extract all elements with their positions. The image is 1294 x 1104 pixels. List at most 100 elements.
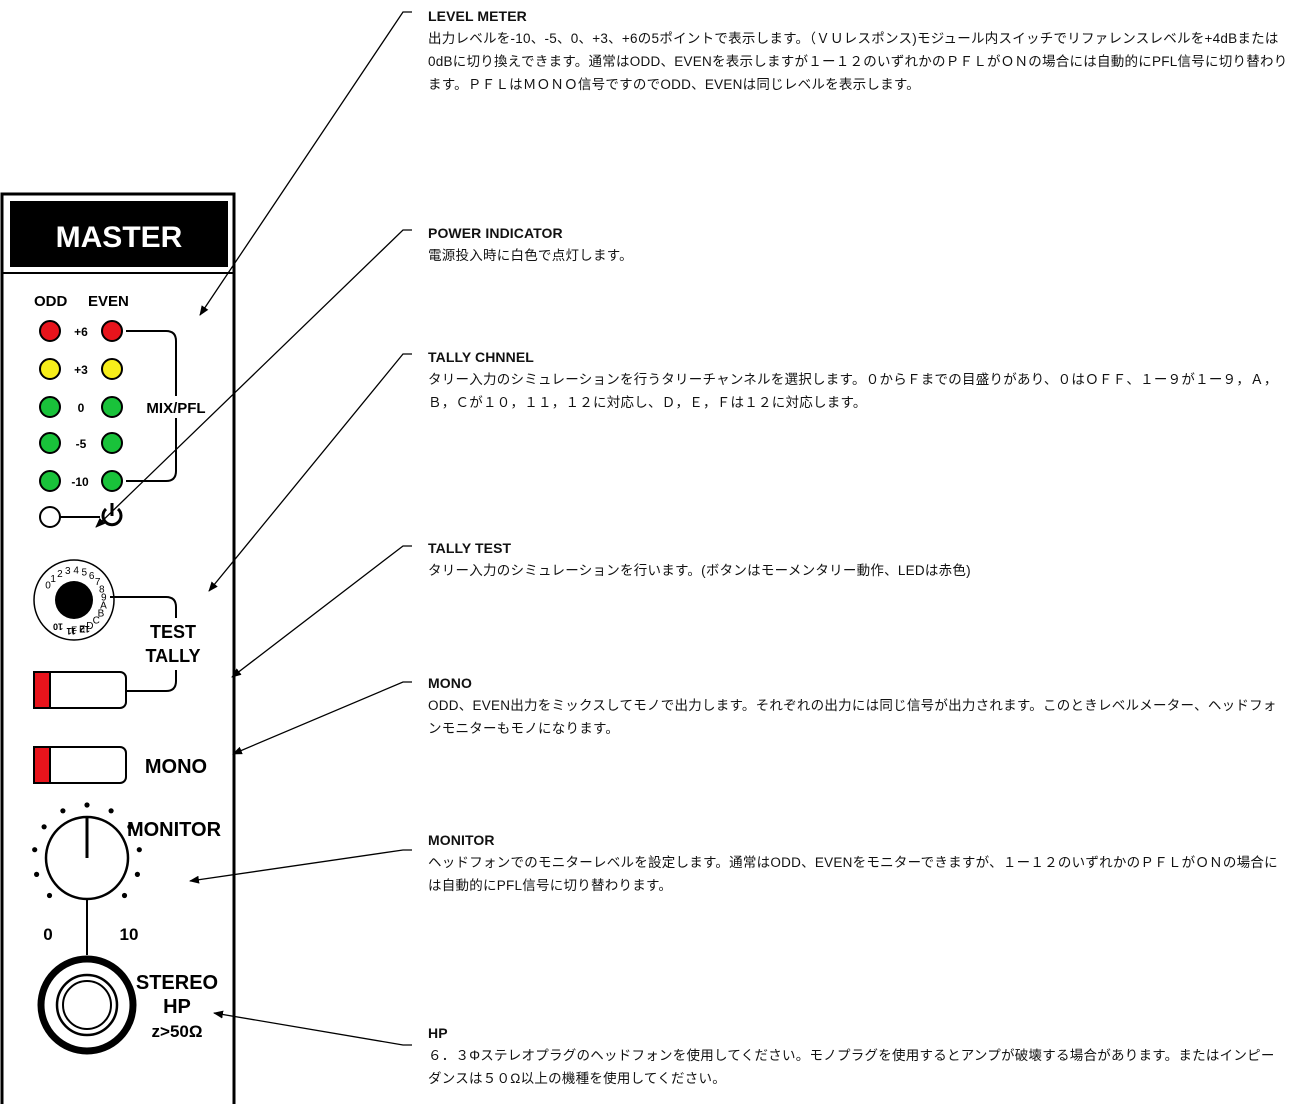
rotary-digit: 3 — [65, 566, 71, 577]
monitor-scale-dot — [136, 847, 142, 853]
tally-bracket-bottom — [126, 670, 177, 692]
meter-scale-plus3: +3 — [74, 363, 88, 377]
meter-scale-0: 0 — [78, 401, 85, 415]
leader-hp — [213, 1010, 412, 1046]
power-led — [39, 506, 61, 528]
tally-label: TALLY — [145, 646, 200, 666]
level-meter: +6 +3 0 -5 -10 — [39, 320, 123, 492]
monitor-scale-dot — [84, 802, 90, 808]
leader-tally-channel — [208, 353, 412, 592]
callout-mono: MONO ODD、EVEN出力をミックスしてモノで出力します。それぞれの出力には… — [428, 672, 1288, 740]
leader-tally-test — [231, 545, 412, 678]
rotary-digit-bottom: 11 — [66, 626, 76, 636]
module-frame — [0, 192, 236, 1104]
monitor-scale-dot — [41, 824, 47, 830]
leader-mono — [232, 681, 412, 755]
callout-title: POWER INDICATOR — [428, 225, 563, 241]
monitor-scale-dot — [134, 871, 140, 878]
callout-body: ヘッドフォンでのモニターレベルを設定します。通常はODD、EVENをモニターでき… — [428, 855, 1278, 893]
callout-title: TALLY CHNNEL — [428, 349, 534, 365]
callout-body: ODD、EVEN出力をミックスしてモノで出力します。それぞれの出力には同じ信号が… — [428, 698, 1277, 736]
rotary-digit: D — [86, 621, 93, 632]
leader-power-indicator — [95, 229, 412, 528]
mono-led — [33, 746, 51, 784]
monitor-min-label: 0 — [43, 925, 52, 944]
mono-label: MONO — [145, 756, 207, 778]
callout-monitor: MONITOR ヘッドフォンでのモニターレベルを設定します。通常はODD、EVE… — [428, 829, 1288, 897]
led-even-plus3 — [101, 358, 123, 380]
rotary-digit: 8 — [99, 584, 105, 595]
callout-body: 出力レベルを-10、-5、0、+3、+6の5ポイントで表示します。（ＶＵレスポン… — [428, 31, 1288, 92]
led-odd-minus10 — [39, 470, 61, 492]
rotary-digit: F — [71, 626, 77, 637]
leader-level-meter — [199, 11, 412, 316]
callout-title: MONITOR — [428, 832, 495, 848]
module-title: MASTER — [56, 221, 183, 254]
callout-hp: HP ６．３Φステレオプラグのヘッドフォンを使用してください。モノプラグを使用す… — [428, 1022, 1288, 1090]
rotary-digit: 4 — [73, 566, 79, 577]
monitor-scale-dot — [121, 892, 128, 899]
led-even-0 — [101, 396, 123, 418]
monitor-scale-dot — [127, 824, 133, 830]
monitor-knob[interactable] — [32, 802, 142, 901]
monitor-scale-dot — [32, 847, 38, 853]
rotary-digit: C — [93, 616, 100, 627]
monitor-scale-dot — [46, 892, 53, 899]
mono-button[interactable] — [33, 746, 127, 784]
callout-title: TALLY TEST — [428, 540, 512, 556]
test-label: TEST — [150, 622, 196, 642]
callout-body: ６．３Φステレオプラグのヘッドフォンを使用してください。モノプラグを使用するとア… — [428, 1048, 1275, 1086]
monitor-scale-dot — [34, 871, 40, 878]
tally-test-led — [33, 671, 51, 709]
rotary-digit: 0 — [45, 581, 51, 592]
callout-body: タリー入力のシミュレーションを行うタリーチャンネルを選択します。０からＦまでの目… — [428, 372, 1278, 410]
monitor-label: MONITOR — [127, 819, 222, 841]
callout-title: MONO — [428, 675, 472, 691]
rotary-knob[interactable] — [55, 581, 93, 619]
monitor-max-label: 10 — [120, 925, 139, 944]
led-odd-minus5 — [39, 432, 61, 454]
rotary-digit-bottom: 12 — [80, 624, 90, 634]
callout-body: 電源投入時に白色で点灯します。 — [428, 248, 633, 263]
tally-test-button[interactable] — [33, 671, 127, 709]
leader-monitor — [189, 849, 412, 884]
callout-title: LEVEL METER — [428, 8, 527, 24]
callout-tally-test: TALLY TEST タリー入力のシミュレーションを行います。(ボタンはモーメン… — [428, 537, 1288, 582]
rotary-digit: B — [98, 609, 105, 620]
callout-power-indicator: POWER INDICATOR 電源投入時に白色で点灯します。 — [428, 222, 1288, 267]
led-odd-0 — [39, 396, 61, 418]
hp-label-stereo: STEREO — [136, 972, 218, 994]
callout-body: タリー入力のシミュレーションを行います。(ボタンはモーメンタリー動作、LEDは赤… — [428, 563, 971, 578]
title-plate — [10, 201, 228, 267]
headphone-jack[interactable] — [37, 955, 137, 1055]
rotary-digit-bottom: 10 — [53, 622, 63, 632]
led-odd-plus3 — [39, 358, 61, 380]
power-icon — [101, 503, 123, 527]
led-even-plus6 — [101, 320, 123, 342]
rotary-digit: E — [79, 624, 86, 635]
rotary-digit: 1 — [50, 574, 56, 585]
mix-pfl-label: MIX/PFL — [146, 400, 205, 417]
leader-lines — [95, 11, 412, 1046]
rotary-digit: 6 — [89, 571, 95, 582]
odd-label: ODD — [34, 293, 68, 310]
rotary-digit: 2 — [57, 569, 63, 580]
callout-title: HP — [428, 1025, 448, 1041]
meter-scale-minus5: -5 — [76, 437, 87, 451]
tally-bracket-top — [110, 596, 177, 618]
led-even-minus10 — [101, 470, 123, 492]
even-label: EVEN — [88, 293, 129, 310]
meter-scale-plus6: +6 — [74, 325, 88, 339]
mix-pfl-label-bg — [139, 396, 213, 418]
rotary-digit: 9 — [101, 592, 107, 603]
led-odd-plus6 — [39, 320, 61, 342]
hp-label-hp: HP — [163, 996, 191, 1018]
monitor-scale-dot — [60, 808, 66, 814]
monitor-scale-dot — [108, 808, 114, 814]
callout-level-meter: LEVEL METER 出力レベルを-10、-5、0、+3、+6の5ポイントで表… — [428, 5, 1288, 96]
meter-scale-minus10: -10 — [71, 475, 89, 489]
hp-label-impedance: z>50Ω — [152, 1022, 203, 1041]
